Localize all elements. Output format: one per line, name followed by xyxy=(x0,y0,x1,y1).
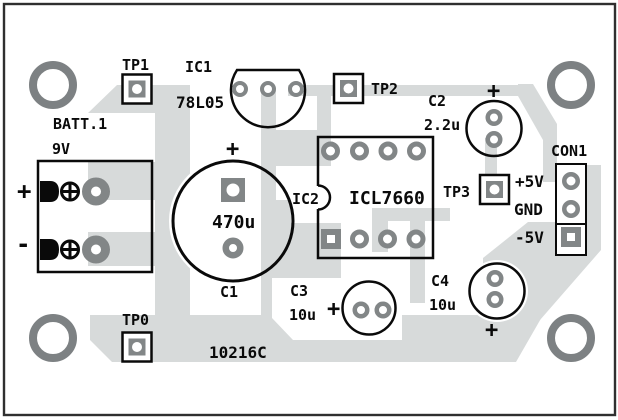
con1-pad-plus5v xyxy=(562,172,580,190)
test-point-tp1 xyxy=(121,73,153,105)
c1-pad-plus-hole xyxy=(226,183,240,197)
ic1-pad-1 xyxy=(232,81,248,97)
ic2-pad-3 xyxy=(378,229,397,249)
battery-minus-tab xyxy=(40,239,59,260)
label-c2-value: 2.2u xyxy=(424,116,460,134)
capacitor-c4 xyxy=(468,262,526,320)
battery-minus-terminal-icon xyxy=(60,239,80,260)
trace-to-ic2-pin8 xyxy=(261,130,317,166)
label-c4-plus: + xyxy=(485,318,498,343)
mounting-hole-top-right xyxy=(547,61,595,109)
ic2-pin1-notch xyxy=(317,184,332,211)
ic2-pad-4 xyxy=(406,229,426,249)
ic2-pad-7 xyxy=(350,141,369,161)
label-c2-ref: C2 xyxy=(428,92,446,110)
label-batt-value: 9V xyxy=(52,140,70,158)
c4-copper-keepout xyxy=(466,260,528,322)
label-c1-value: 470u xyxy=(212,212,255,233)
label-con1-ref: CON1 xyxy=(551,142,587,160)
ic2-package xyxy=(315,135,435,260)
label-ic1-value: 78L05 xyxy=(176,93,224,112)
battery-minus-pad xyxy=(82,235,110,264)
label-batt-plus: + xyxy=(17,177,31,205)
mounting-hole-bottom-right xyxy=(547,314,595,362)
test-point-tp3 xyxy=(478,173,511,206)
ic1-package xyxy=(229,68,307,129)
test-point-tp2 xyxy=(332,72,365,105)
c2-pad-1 xyxy=(485,109,503,126)
con1-pad-minus5v-hole xyxy=(567,233,575,241)
ic2-pad-8 xyxy=(321,141,340,161)
label-c4-ref: C4 xyxy=(431,272,449,290)
mounting-holes xyxy=(29,61,595,362)
c3-outline xyxy=(341,280,397,336)
capacitor-c3 xyxy=(341,280,397,336)
label-ic2-value: ICL7660 xyxy=(349,188,425,209)
label-c3-plus: + xyxy=(327,297,340,322)
c1-outline xyxy=(171,159,295,283)
connector-con1 xyxy=(555,163,587,256)
label-c1-ref: C1 xyxy=(220,283,238,301)
label-tp3: TP3 xyxy=(443,183,470,201)
battery-outline xyxy=(36,159,154,274)
label-tp1: TP1 xyxy=(122,56,149,74)
c2-pad-2 xyxy=(485,131,503,148)
label-c2-plus: + xyxy=(487,79,500,104)
ic2-pad-2 xyxy=(350,229,369,249)
battery-plus-terminal-icon xyxy=(60,181,80,202)
silkscreen-labels: TP1 BATT.1 9V + - IC1 78L05 TP2 C2 2.2u … xyxy=(16,56,587,362)
ic2-pad-1-hole xyxy=(327,235,335,243)
c4-pad-1 xyxy=(486,270,504,287)
c1-pad-minus xyxy=(222,237,244,259)
mounting-hole-top-left xyxy=(29,61,77,109)
trace-ic1-to-tp2 xyxy=(288,85,528,96)
label-con1-plus5v: +5V xyxy=(515,172,544,191)
label-c3-value: 10u xyxy=(289,306,316,324)
con1-pad-gnd xyxy=(562,200,580,218)
label-c3-ref: C3 xyxy=(290,282,308,300)
c2-outline xyxy=(465,99,523,158)
label-con1-gnd: GND xyxy=(514,200,543,219)
label-ic1-ref: IC1 xyxy=(185,58,212,76)
c3-pad-2 xyxy=(374,301,392,319)
test-points xyxy=(121,72,511,363)
capacitor-c1 xyxy=(171,159,295,283)
test-point-tp0 xyxy=(121,331,153,363)
c4-outline xyxy=(468,262,526,320)
label-con1-minus5v: -5V xyxy=(515,228,544,247)
label-c4-value: 10u xyxy=(429,296,456,314)
trace-ic2-to-c3 xyxy=(410,208,425,303)
battery-plus-pad xyxy=(82,177,110,206)
label-tp2: TP2 xyxy=(371,80,398,98)
label-tp0: TP0 xyxy=(122,311,149,329)
ic1-pad-3 xyxy=(288,81,304,97)
ic2-pad-6 xyxy=(378,141,398,161)
battery-connector xyxy=(36,159,154,274)
capacitor-c2 xyxy=(465,99,523,158)
label-c1-plus: + xyxy=(226,137,239,162)
label-batt-ref: BATT.1 xyxy=(53,115,107,133)
label-batt-minus: - xyxy=(16,230,30,258)
c4-pad-2 xyxy=(486,291,504,308)
ic1-pad-2 xyxy=(260,81,276,97)
ic1-outline xyxy=(229,68,307,129)
c3-pad-1 xyxy=(352,301,370,319)
ic2-pad-5 xyxy=(407,141,426,161)
label-ic2-ref: IC2 xyxy=(292,190,319,208)
trace-to-plus5v xyxy=(518,84,557,182)
label-board-code: 10216C xyxy=(209,343,267,362)
battery-plus-tab xyxy=(40,181,59,202)
mounting-hole-bottom-left xyxy=(29,314,77,362)
c3-copper-keepout xyxy=(272,278,402,340)
